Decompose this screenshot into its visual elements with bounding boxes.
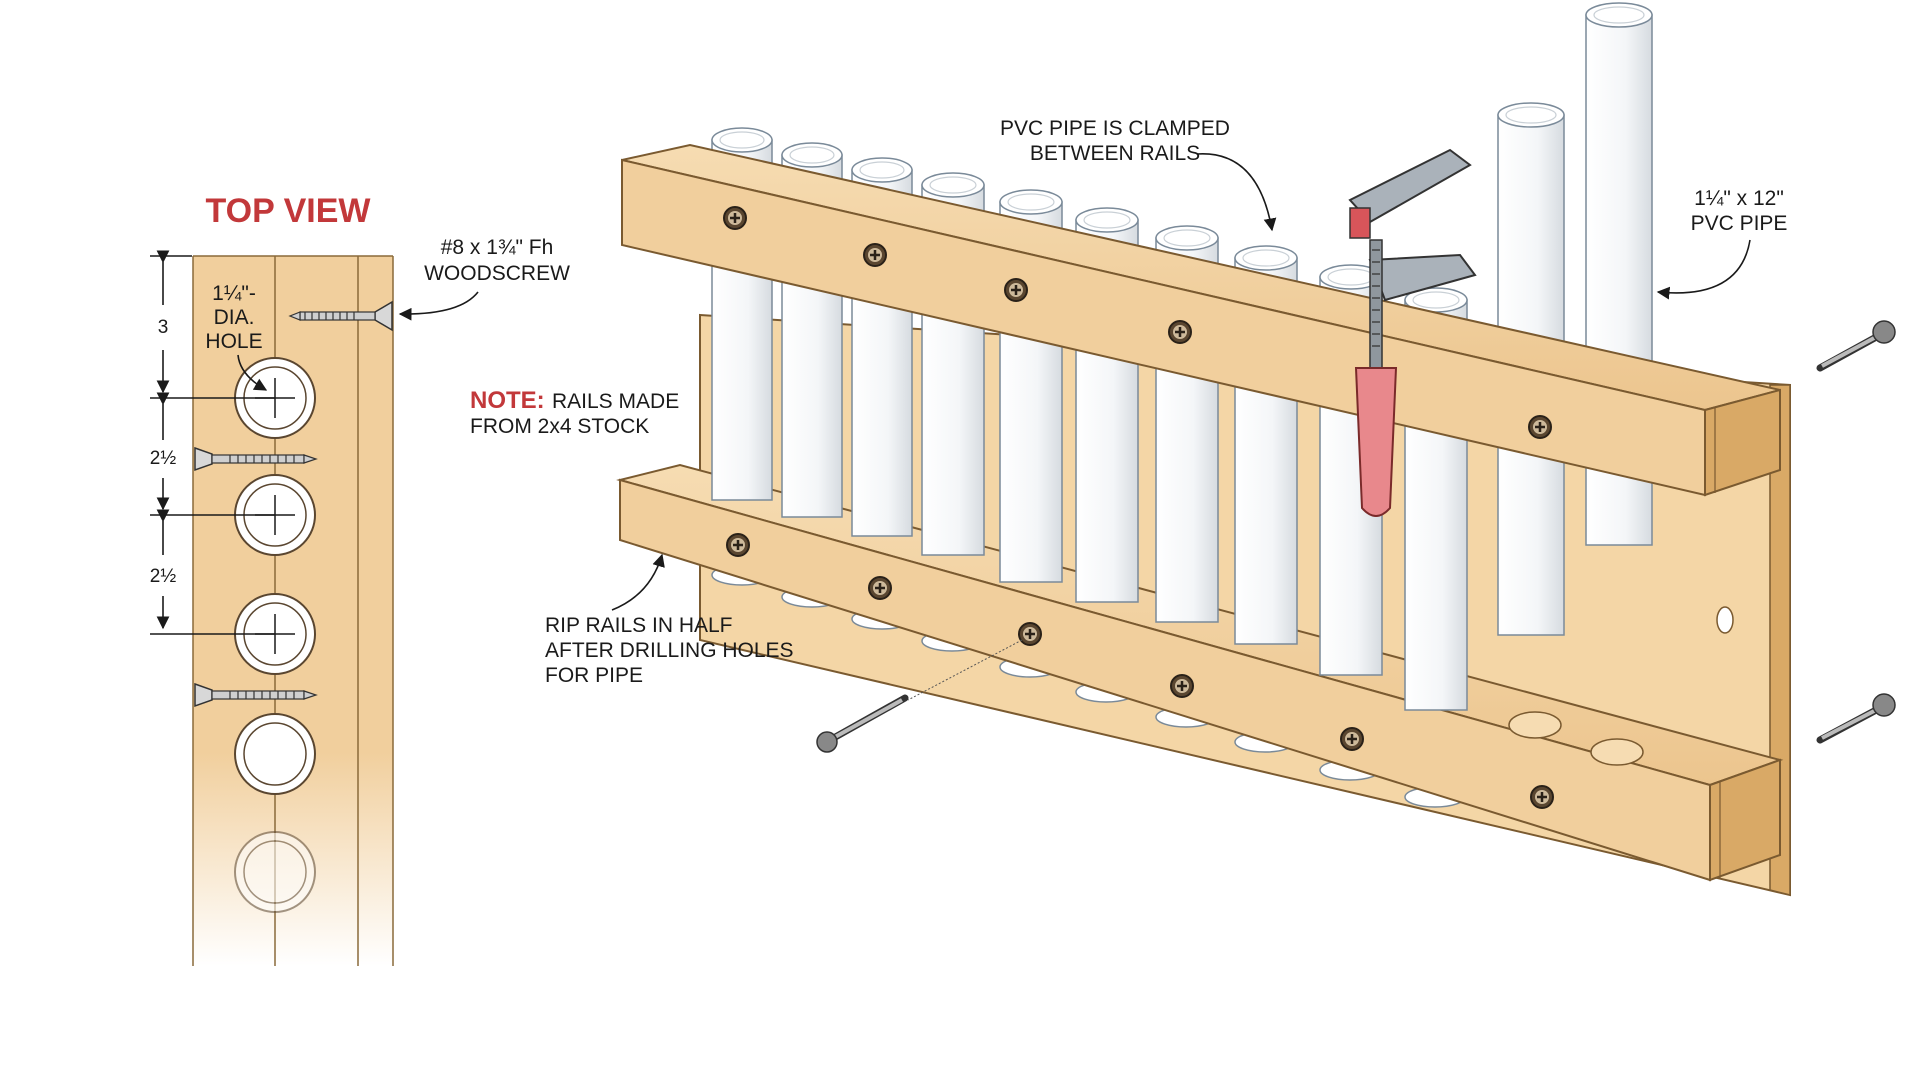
screw-icon	[816, 639, 1023, 753]
phillips-screw-head-icon	[1339, 726, 1365, 752]
rip-rails-label-line-3: FOR PIPE	[545, 664, 643, 687]
arrow-icon	[611, 553, 665, 611]
top-view-hole-5	[234, 831, 316, 913]
pvc-clamped-label-line-1: PVC PIPE IS CLAMPED	[1000, 117, 1230, 140]
hole-label-line-3: HOLE	[205, 330, 262, 353]
phillips-screw-head-icon	[1167, 319, 1193, 345]
pvc-pipe-label-line-2: PVC PIPE	[1691, 212, 1788, 235]
dim-top: 3	[158, 317, 169, 338]
note-text-line-2: FROM 2x4 STOCK	[470, 415, 649, 438]
arrow-icon	[398, 291, 479, 321]
woodscrew-label-line-2: WOODSCREW	[424, 262, 570, 285]
pvc-clamped-label-line-2: BETWEEN RAILS	[1030, 142, 1200, 165]
phillips-screw-head-icon	[1527, 414, 1553, 440]
phillips-screw-head-icon	[1017, 621, 1043, 647]
phillips-screw-head-icon	[722, 205, 748, 231]
phillips-screw-head-icon	[1169, 673, 1195, 699]
screw-icon	[194, 446, 318, 472]
top-view-hole-4	[234, 713, 316, 795]
screw-icon	[1816, 693, 1896, 744]
note-label: NOTE:	[470, 387, 545, 414]
lower-rail	[616, 463, 1784, 882]
top-view-title: TOP VIEW	[205, 192, 371, 230]
pipe-rack-3d	[616, 2, 1896, 897]
dim-spacing-1: 2½	[150, 448, 177, 469]
hole-label-line-2: DIA.	[214, 306, 255, 329]
callouts: PVC PIPE IS CLAMPED BETWEEN RAILS 1¼" x …	[470, 117, 1787, 687]
screw-icon	[288, 300, 393, 332]
phillips-screw-head-icon	[862, 242, 888, 268]
hole-label-line-1: 1¼"-	[212, 282, 256, 305]
clamp-icon	[1348, 148, 1477, 517]
phillips-screw-head-icon	[1529, 784, 1555, 810]
rip-rails-label-line-2: AFTER DRILLING HOLES	[545, 639, 794, 662]
arrow-icon	[1656, 239, 1751, 300]
rip-rails-label-line-1: RIP RAILS IN HALF	[545, 614, 733, 637]
arrow-icon	[1196, 153, 1277, 232]
woodscrew-label-line-1: #8 x 1¾" Fh	[441, 236, 554, 259]
dimension-lines	[150, 250, 275, 635]
arrow-icon	[237, 354, 268, 391]
screw-icon	[1816, 320, 1896, 372]
phillips-screw-head-icon	[867, 575, 893, 601]
phillips-screw-head-icon	[725, 532, 751, 558]
upper-rail	[621, 143, 1781, 497]
phillips-screw-head-icon	[1003, 277, 1029, 303]
top-view: TOP VIEW	[150, 192, 570, 966]
pvc-pipe-label-line-1: 1¼" x 12"	[1694, 187, 1784, 210]
note-text-line-1: RAILS MADE	[552, 390, 679, 413]
dim-spacing-2: 2½	[150, 566, 177, 587]
screw-icon	[194, 682, 318, 708]
